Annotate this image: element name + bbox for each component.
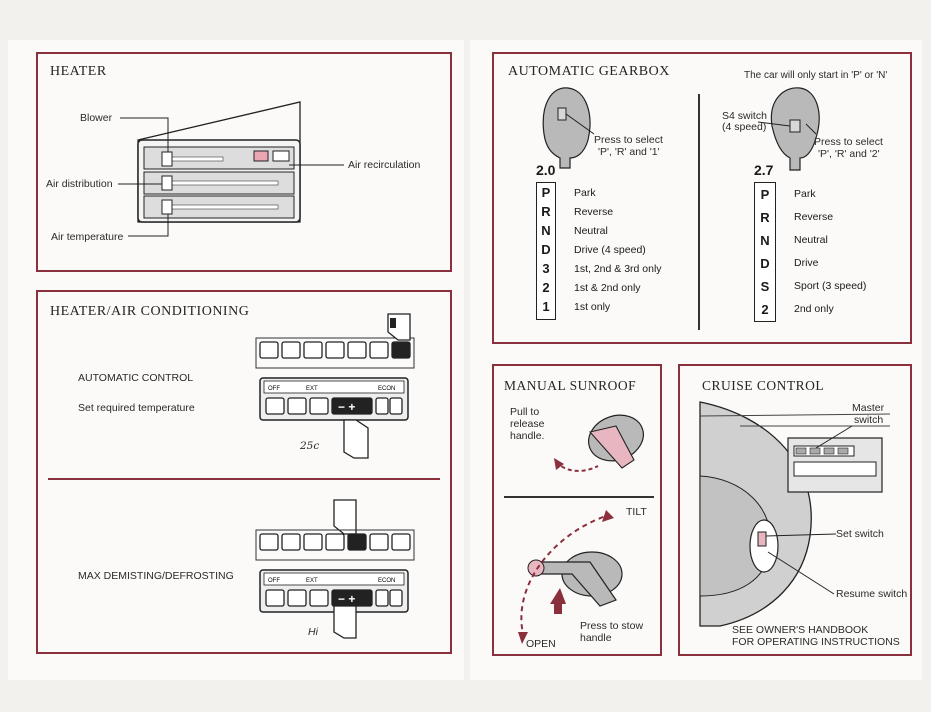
heater-control-diagram	[118, 101, 344, 237]
sunroof-divider	[504, 496, 654, 498]
pull-label-2: release	[510, 418, 545, 430]
ac-control-panel-automatic: OFF EXT ECON − + OFF EXT ECON	[255, 313, 415, 639]
gear-letter: D	[760, 256, 770, 271]
svg-text:− +: − +	[338, 400, 355, 414]
gear-letter: D	[541, 242, 551, 257]
master-switch-label-1: Master	[852, 402, 885, 414]
right-gear-indicator: P R N D S 2	[754, 182, 776, 322]
sunroof-handle-diagram	[518, 414, 644, 644]
gear-description: 1st & 2nd only	[574, 282, 641, 294]
gear-description: Sport (3 speed)	[794, 280, 867, 292]
cruise-panel: CRUISE CONTROL Master switch Set switch …	[678, 364, 912, 656]
display-temp-hi: Hi	[308, 626, 318, 638]
gear-description: Park	[794, 188, 816, 200]
gear-letter: N	[760, 233, 770, 248]
right-press-to-select-gears: 'P', 'R' and '2'	[818, 148, 880, 160]
sunroof-title: MANUAL SUNROOF	[504, 378, 637, 393]
gear-letter: N	[541, 223, 551, 238]
gear-lever-left	[542, 87, 820, 171]
open-label: OPEN	[526, 638, 556, 650]
gear-letter: R	[760, 210, 770, 225]
gear-description: Drive (4 speed)	[574, 244, 646, 256]
gear-letter: 1	[542, 299, 550, 314]
gearbox-divider	[698, 94, 700, 330]
pull-label-3: handle.	[510, 430, 545, 442]
heater-panel: HEATER Blower Air distribution Air tempe…	[36, 52, 452, 272]
right-model: 2.7	[754, 162, 774, 178]
s4-switch-label: S4 switch	[722, 110, 767, 122]
section-divider	[48, 478, 440, 480]
tilt-label: TILT	[626, 506, 647, 518]
svg-text:ECON: ECON	[378, 386, 395, 392]
gear-description: Reverse	[794, 211, 834, 223]
gear-description: Drive	[794, 257, 819, 269]
gear-letter: P	[541, 185, 551, 200]
svg-text:ECON: ECON	[378, 578, 395, 584]
gear-description: 1st, 2nd & 3rd only	[574, 263, 662, 275]
svg-text:EXT: EXT	[306, 578, 318, 584]
handbook-note-1: SEE OWNER'S HANDBOOK	[732, 624, 869, 636]
gear-letter: 2	[542, 280, 550, 295]
start-note: The car will only start in 'P' or 'N'	[744, 70, 888, 81]
cruise-title: CRUISE CONTROL	[702, 378, 825, 393]
heater-ac-title: HEATER/AIR CONDITIONING	[50, 304, 250, 319]
automatic-control-label: AUTOMATIC CONTROL	[78, 372, 194, 384]
air-recirculation-label: Air recirculation	[348, 159, 421, 171]
gear-letter: 3	[542, 261, 550, 276]
left-gear-indicator: P R N D 3 2 1	[536, 182, 556, 320]
gear-description: Park	[574, 187, 596, 199]
gearbox-panel: AUTOMATIC GEARBOX The car will only star…	[492, 52, 912, 344]
set-temperature-label: Set required temperature	[78, 402, 195, 414]
left-press-to-select: Press to select	[594, 134, 663, 146]
set-switch-label: Set switch	[836, 528, 884, 540]
heater-title: HEATER	[50, 64, 107, 79]
gear-description: 1st only	[574, 301, 611, 313]
right-press-to-select: Press to select	[814, 136, 883, 148]
gear-letter: P	[760, 187, 770, 202]
display-temp-25c: 25c	[300, 440, 320, 452]
svg-text:OFF: OFF	[268, 386, 280, 392]
air-temperature-label: Air temperature	[51, 231, 124, 243]
svg-text:− +: − +	[338, 592, 355, 606]
heater-ac-panel: HEATER/AIR CONDITIONING AUTOMATIC CONTRO…	[36, 290, 452, 654]
gearbox-title: AUTOMATIC GEARBOX	[508, 64, 670, 79]
gear-description: 2nd only	[794, 303, 834, 315]
blower-label: Blower	[80, 112, 113, 124]
gear-letter: R	[541, 204, 551, 219]
gear-letter: 2	[761, 302, 769, 317]
steering-wheel-diagram	[699, 401, 891, 627]
gear-description: Reverse	[574, 206, 614, 218]
s4-switch-speed: (4 speed)	[722, 121, 767, 133]
sunroof-panel: MANUAL SUNROOF Pull to release handle. T…	[492, 364, 662, 656]
air-distribution-label: Air distribution	[46, 178, 113, 190]
left-model: 2.0	[536, 162, 556, 178]
max-demisting-label: MAX DEMISTING/DEFROSTING	[78, 570, 234, 582]
gear-letter: S	[760, 279, 770, 294]
stow-label-1: Press to stow	[580, 620, 644, 632]
handbook-note-2: FOR OPERATING INSTRUCTIONS	[732, 636, 900, 648]
gear-description: Neutral	[794, 234, 828, 246]
gear-description: Neutral	[574, 225, 608, 237]
pull-label-1: Pull to	[510, 406, 540, 418]
svg-text:EXT: EXT	[306, 386, 318, 392]
master-switch-label-2: switch	[854, 414, 884, 426]
svg-text:OFF: OFF	[268, 578, 280, 584]
left-press-to-select-gears: 'P', 'R' and '1'	[598, 146, 660, 158]
stow-label-2: handle	[580, 632, 612, 644]
resume-switch-label: Resume switch	[836, 588, 908, 600]
